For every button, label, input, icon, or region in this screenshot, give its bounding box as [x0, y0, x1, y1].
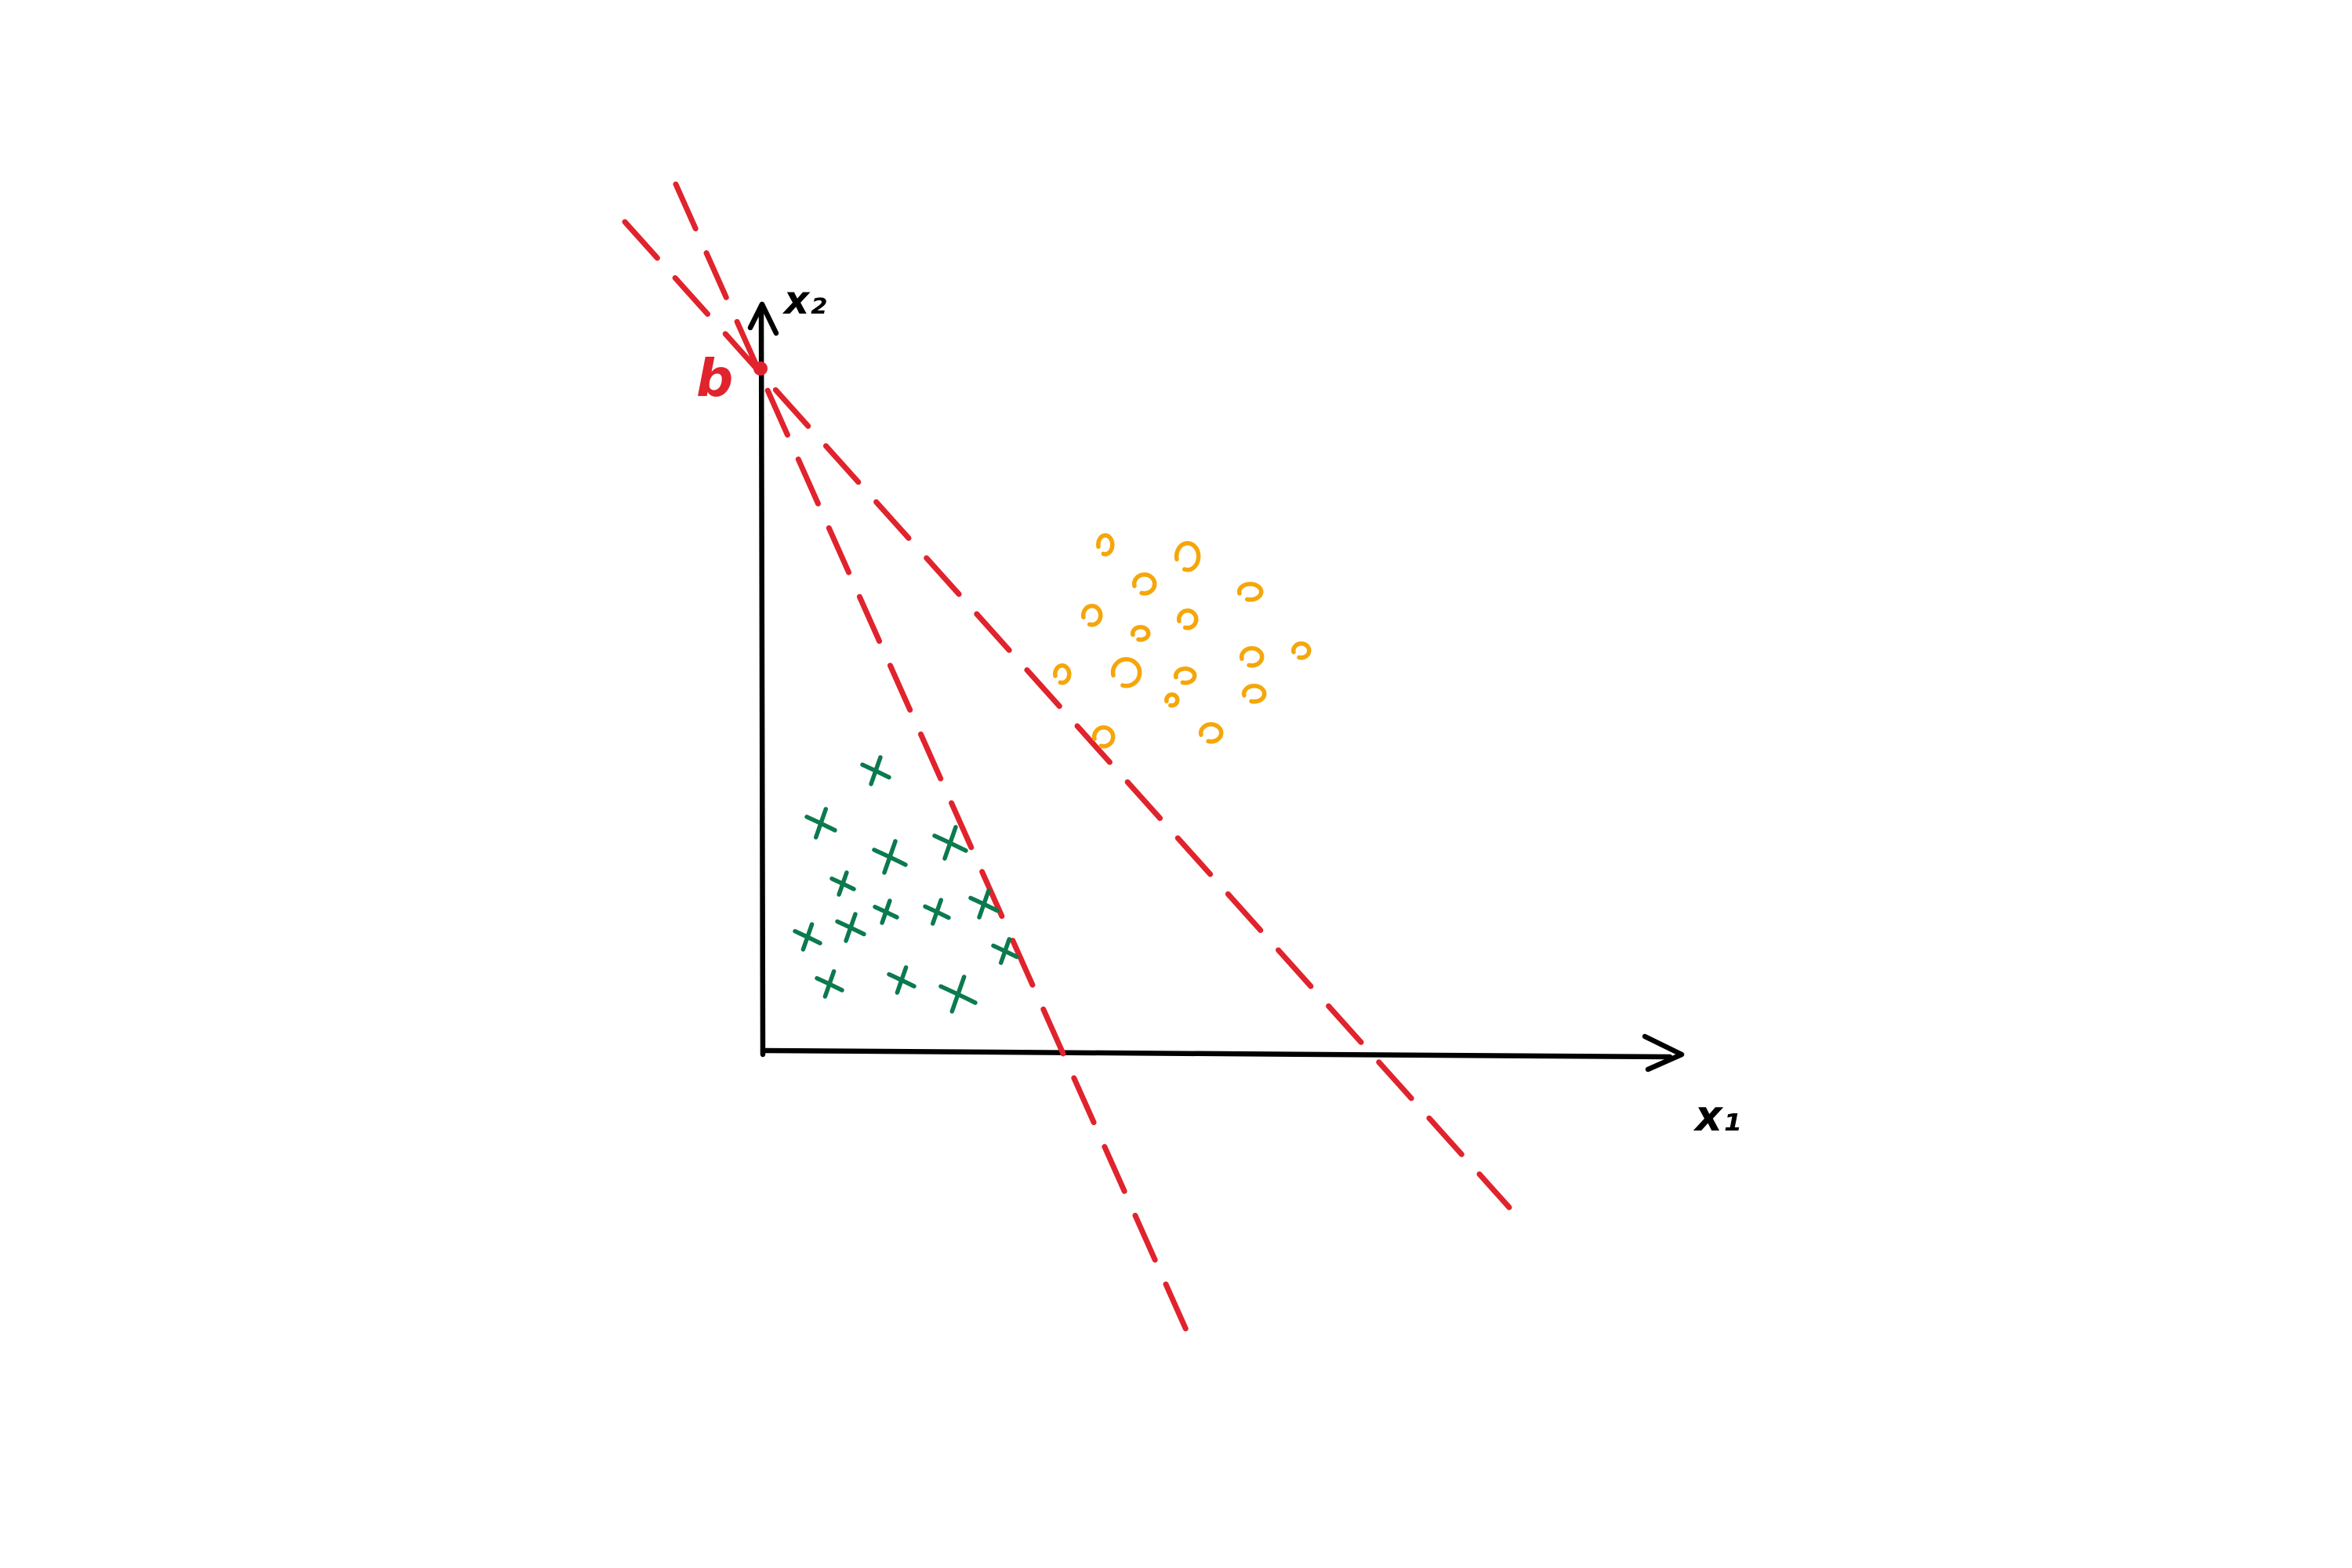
circle-marker — [1081, 604, 1103, 627]
circle-marker — [1053, 663, 1072, 685]
x1-axis — [760, 1033, 1685, 1073]
cross-marker — [835, 912, 866, 943]
x1-axis-label: x₁ — [1693, 1091, 1740, 1141]
circle-marker — [1177, 608, 1199, 630]
cross-class-cluster — [793, 755, 1019, 1014]
circle-marker — [1091, 725, 1116, 749]
cross-marker — [923, 898, 951, 926]
circle-class-cluster — [1053, 533, 1312, 749]
circle-marker — [1131, 625, 1151, 642]
cross-marker — [991, 937, 1019, 965]
shallow-boundary-line — [622, 219, 1512, 1210]
circle-marker — [1096, 533, 1115, 557]
cross-marker — [793, 922, 822, 952]
x2-axis-label: x₂ — [782, 278, 826, 323]
circle-marker — [1239, 646, 1265, 668]
cross-marker — [815, 969, 844, 999]
cross-marker — [887, 965, 916, 995]
cross-marker — [829, 870, 856, 897]
x2-axis — [747, 301, 779, 1058]
cross-marker — [873, 898, 899, 925]
circle-marker — [1198, 722, 1224, 744]
cross-marker — [938, 975, 978, 1014]
cross-marker — [872, 839, 908, 875]
intercept-label: b — [696, 348, 733, 408]
circle-marker — [1291, 641, 1312, 660]
circle-marker — [1164, 692, 1180, 708]
circle-marker — [1236, 582, 1264, 602]
intercept-dot — [753, 361, 768, 376]
cross-marker — [804, 807, 837, 840]
cross-marker — [932, 825, 968, 861]
cross-marker — [968, 888, 1000, 920]
circle-marker — [1131, 572, 1157, 596]
circle-marker — [1174, 541, 1201, 572]
cross-marker — [860, 755, 891, 786]
circle-marker — [1241, 684, 1267, 704]
circle-marker — [1110, 657, 1142, 688]
steep-boundary-line — [673, 181, 1195, 1345]
circle-marker — [1174, 666, 1197, 685]
